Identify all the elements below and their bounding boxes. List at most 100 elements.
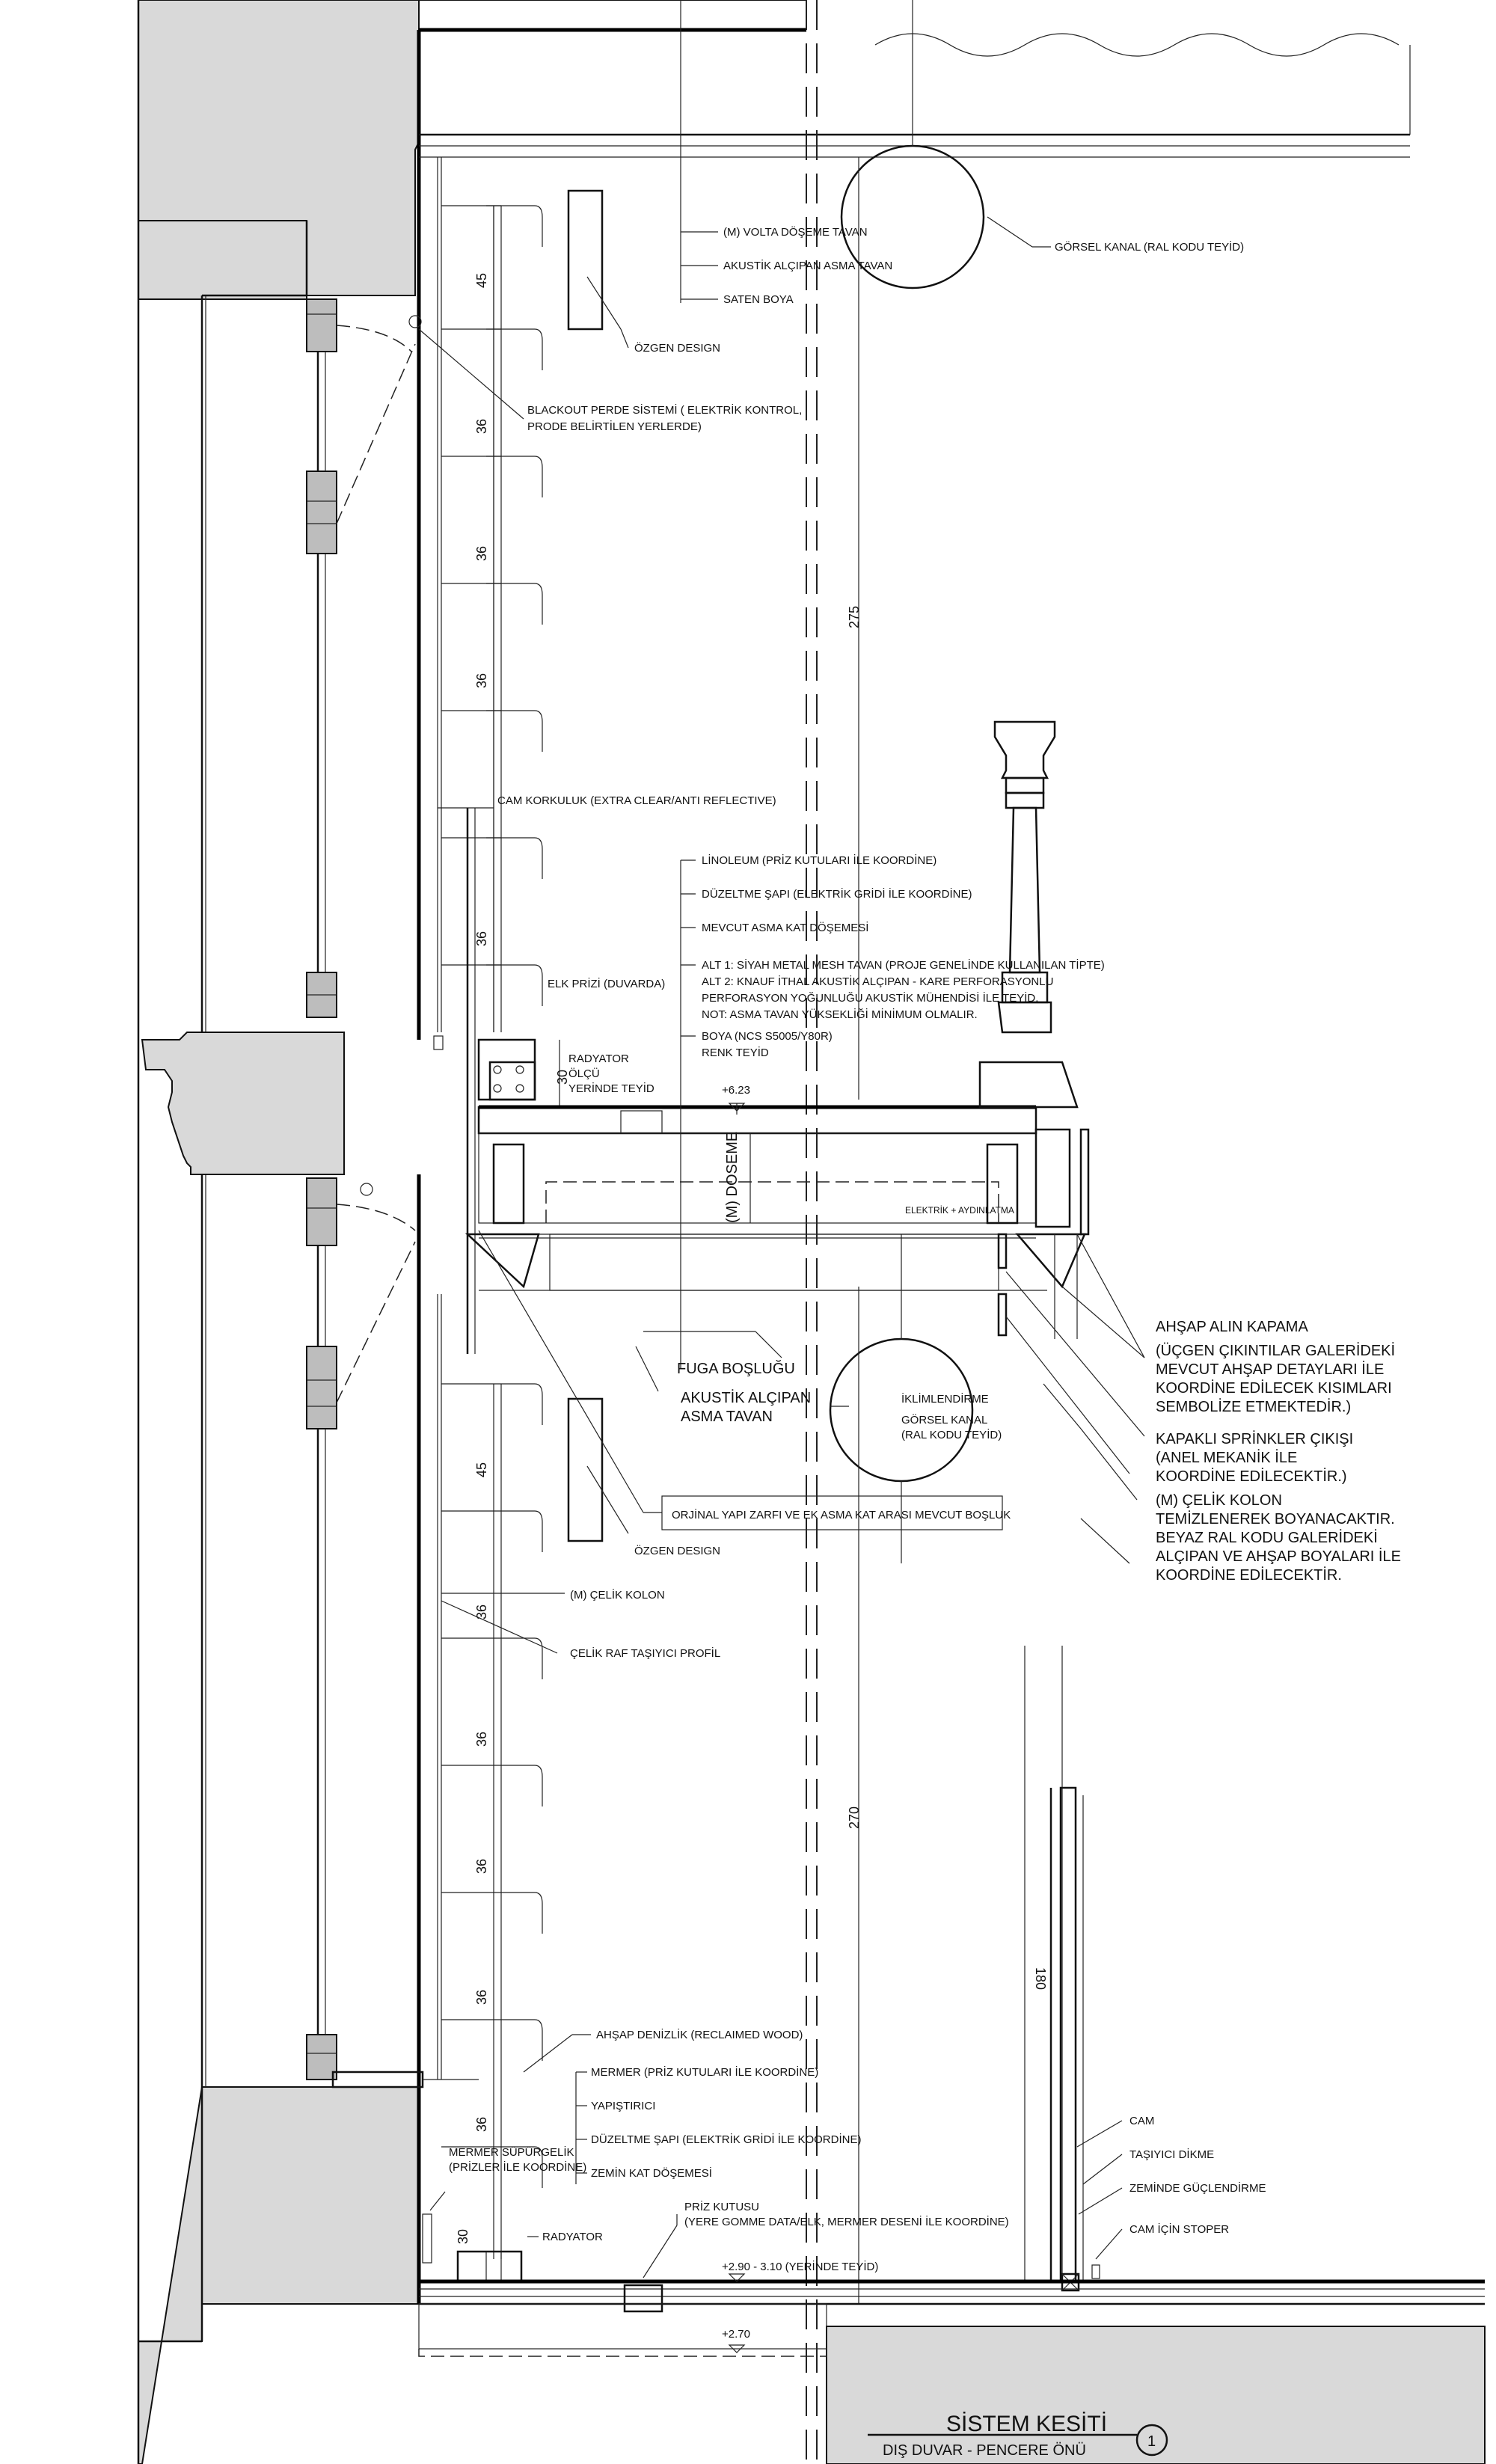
label-radyator-top: RADYATOR xyxy=(568,1052,629,1065)
dim-36-bot-a: 36 xyxy=(474,1605,489,1619)
title-sub: DIŞ DUVAR - PENCERE ÖNÜ xyxy=(883,2442,1086,2459)
dim-45-bot: 45 xyxy=(474,1462,489,1477)
leader-ozgen-mid xyxy=(586,1465,629,1534)
label-ucgen-2: MEVCUT AHŞAP DETAYLARI İLE xyxy=(1156,1361,1384,1378)
label-ozgen-mid: ÖZGEN DESIGN xyxy=(634,1544,720,1557)
top-leaders xyxy=(680,0,718,303)
label-linoleum: LİNOLEUM (PRİZ KUTULARI İLE KOORDİNE) xyxy=(702,853,936,867)
label-duzeltme-bottom: DÜZELTME ŞAPI (ELEKTRİK GRİDİ İLE KOORDİ… xyxy=(591,2133,861,2146)
label-orijinal: ORJİNAL YAPI ZARFI VE EK ASMA KAT ARASI … xyxy=(672,1508,1011,1521)
label-blackout-1: BLACKOUT PERDE SİSTEMİ ( ELEKTRİK KONTRO… xyxy=(527,403,802,417)
elev-270: +2.70 xyxy=(722,2328,750,2341)
orijinal-leader-2 xyxy=(478,1230,644,1513)
label-ahsap-alin: AHŞAP ALIN KAPAMA xyxy=(1156,1319,1308,1335)
shelf-system-lower xyxy=(437,1294,543,2259)
floor-exterior-gray xyxy=(826,2326,1486,2464)
label-duzeltme-top: DÜZELTME ŞAPI (ELEKTRİK GRİDİ İLE KOORDİ… xyxy=(702,887,972,901)
label-cam-korkuluk: CAM KORKULUK (EXTRA CLEAR/ANTI REFLECTIV… xyxy=(497,794,776,807)
label-gorsel-mid-2: (RAL KODU TEYİD) xyxy=(901,1428,1002,1441)
label-cam-stoper: CAM İÇİN STOPER xyxy=(1129,2222,1229,2236)
label-akustik-top: AKUSTİK ALÇIPAN ASMA TAVAN xyxy=(723,259,892,272)
label-fuga: FUGA BOŞLUĞU xyxy=(677,1360,795,1377)
label-yapistirici: YAPIŞTIRICI xyxy=(591,2100,655,2112)
title-block xyxy=(868,2424,1168,2457)
label-mermer-sup-2: (PRİZLER İLE KOORDİNE) xyxy=(449,2160,586,2174)
label-ucgen-4: SEMBOLİZE ETMEKTEDİR.) xyxy=(1156,1398,1351,1415)
label-not: NOT: ASMA TAVAN YÜKSEKLİĞİ MİNİMUM OLMAL… xyxy=(702,1008,978,1021)
label-ucgen-1: (ÜÇGEN ÇIKINTILAR GALERİDEKİ xyxy=(1156,1342,1395,1359)
dim-270: 270 xyxy=(847,1806,862,1829)
label-mcelik-4: ALÇIPAN VE AHŞAP BOYALARI İLE xyxy=(1156,1548,1401,1565)
ozgen-panel-mid xyxy=(567,1397,604,1542)
right-leaders xyxy=(1005,1233,1145,2260)
label-zemin-guc: ZEMİNDE GÜÇLENDİRME xyxy=(1129,2181,1266,2195)
ozgen-panel-top xyxy=(567,189,604,331)
label-mcelik-2: TEMİZLENEREK BOYANACAKTIR. xyxy=(1156,1510,1395,1527)
glass-railing xyxy=(360,315,476,1354)
historic-column xyxy=(978,720,1090,1339)
dim-36-top-a: 36 xyxy=(474,419,489,434)
dim-36-top-d: 36 xyxy=(474,931,489,946)
label-kapakli-1: KAPAKLI SPRİNKLER ÇIKIŞI xyxy=(1156,1430,1353,1447)
leader-gorsel-top xyxy=(987,216,1033,248)
label-mcelik-1: (M) ÇELİK KOLON xyxy=(1156,1492,1282,1509)
elev-290: +2.90 - 3.10 (YERİNDE TEYİD) xyxy=(722,2260,878,2273)
dim-36-top-c: 36 xyxy=(474,673,489,688)
label-blackout-2: PRODE BELİRTİLEN YERLERDE) xyxy=(527,420,702,433)
label-akustik-mid-2: ASMA TAVAN xyxy=(681,1409,773,1425)
label-renk: RENK TEYİD xyxy=(702,1046,769,1059)
label-alt2b: PERFORASYON YOĞUNLUĞU AKUSTİK MÜHENDİSİ … xyxy=(702,991,1038,1005)
upper-dims xyxy=(486,205,501,1032)
label-boya: BOYA (NCS S5005/Y80R) xyxy=(702,1030,833,1043)
mezzanine-slab xyxy=(465,1105,1086,1337)
dim-36-top-b: 36 xyxy=(474,546,489,561)
label-saten: SATEN BOYA xyxy=(723,293,794,306)
floor-slab xyxy=(418,2273,1485,2357)
label-cam: CAM xyxy=(1129,2115,1154,2127)
dim-180: 180 xyxy=(1033,1967,1048,1990)
label-zemin-kat: ZEMİN KAT DÖŞEMESİ xyxy=(591,2166,712,2180)
title-number: 1 xyxy=(1147,2433,1156,2450)
label-kapakli-2: (ANEL MEKANİK İLE xyxy=(1156,1449,1297,1466)
exterior-wall-mass-2 xyxy=(138,220,307,300)
label-priz-2: (YERE GOMME DATA/ELK, MERMER DESENİ İLE … xyxy=(684,2215,1009,2228)
label-priz-1: PRİZ KUTUSU xyxy=(684,2200,759,2213)
dim-36-bot-c: 36 xyxy=(474,1859,489,1874)
window-cornice xyxy=(141,1032,345,1175)
label-tasiyici: TAŞIYICI DİKME xyxy=(1129,2148,1214,2161)
label-celik-raf: ÇELİK RAF TAŞIYICI PROFİL xyxy=(570,1646,720,1660)
dim-30-top: 30 xyxy=(555,1070,570,1085)
title-main: SİSTEM KESİTİ xyxy=(946,2412,1107,2436)
doseme-label: (M) DOSEME xyxy=(724,1132,741,1223)
leader-ozgen-top-2 xyxy=(620,328,629,349)
label-gorsel-mid-1: GÖRSEL KANAL xyxy=(901,1413,987,1426)
elev-623: +6.23 xyxy=(722,1084,750,1097)
label-mevcut-asma: MEVCUT ASMA KAT DÖŞEMESİ xyxy=(702,921,868,934)
label-mcelik-5: KOORDİNE EDİLECEKTİR. xyxy=(1156,1566,1342,1584)
label-radyator-bottom: RADYATOR xyxy=(542,2231,603,2243)
dim-36-bot-d: 36 xyxy=(474,1990,489,2005)
label-mcelik-3: BEYAZ RAL KODU GALERİDEKİ xyxy=(1156,1529,1378,1546)
window-frame xyxy=(306,298,337,2080)
label-mermer: MERMER (PRİZ KUTULARI İLE KOORDİNE) xyxy=(591,2065,818,2079)
label-ahsap-denizlik: AHŞAP DENİZLİK (RECLAIMED WOOD) xyxy=(596,2028,803,2041)
shelf-system-upper xyxy=(437,157,543,1032)
wood-sill xyxy=(331,2071,424,2088)
elev-triangle-623 xyxy=(728,1103,746,1112)
label-elk-prizi: ELK PRİZİ (DUVARDA) xyxy=(548,977,665,990)
leader-blackout xyxy=(418,328,524,420)
exterior-wall-lower xyxy=(138,2086,420,2464)
label-mermer-sup-1: MERMER SÜPÜRGELİK xyxy=(449,2145,574,2159)
leader-ozgen-top xyxy=(586,276,622,330)
dim-275: 275 xyxy=(847,606,862,628)
label-olcu-2: YERİNDE TEYİD xyxy=(568,1082,654,1095)
label-volta: (M) VOLTA DÖŞEME TAVAN xyxy=(723,225,868,239)
label-akustik-mid-1: AKUSTİK ALÇIPAN xyxy=(681,1389,811,1406)
mid-leaders xyxy=(429,859,849,2278)
label-celik-kolon-left: (M) ÇELİK KOLON xyxy=(570,1588,665,1602)
dim-45-top: 45 xyxy=(474,273,489,288)
label-iklim: İKLİMLENDİRME xyxy=(901,1392,989,1406)
elektrik-aydinlatma: ELEKTRİK + AYDINLATMA xyxy=(905,1205,1014,1216)
window-swing xyxy=(336,325,416,1403)
